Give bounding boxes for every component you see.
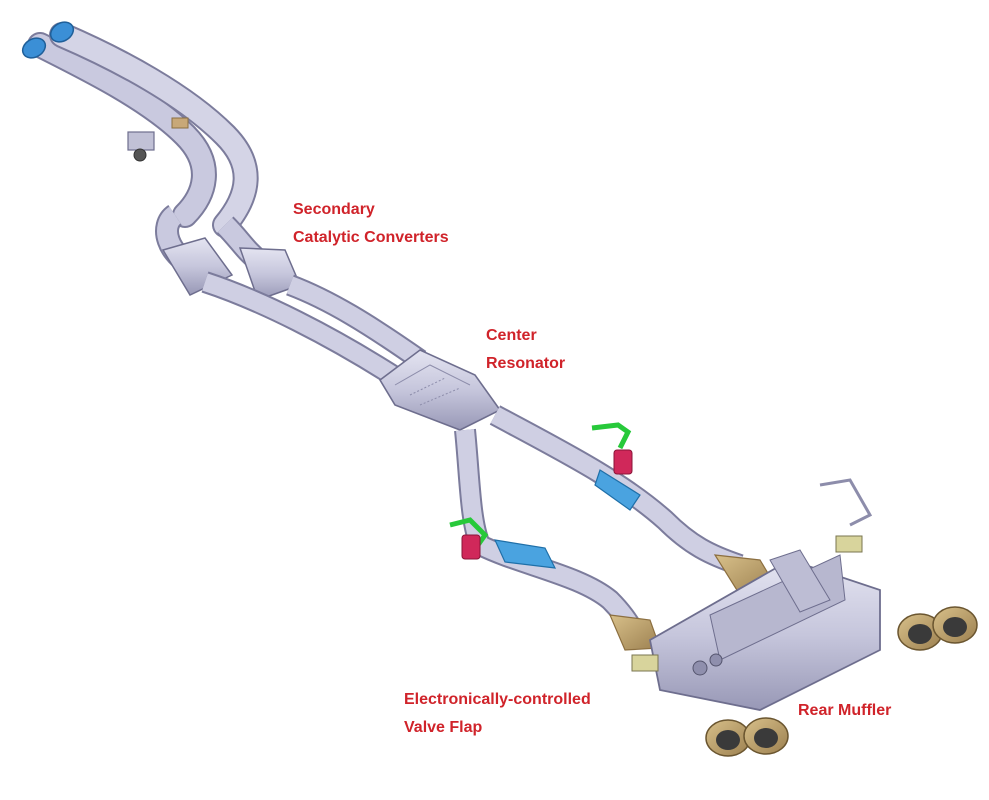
heat-shields [493,469,641,569]
inlet-flange-blue [21,21,75,59]
label-rear-line1: Rear Muffler [798,702,892,719]
rear-branch-pipes [454,405,744,647]
exhaust-tips [705,606,978,757]
front-downpipes [27,22,259,238]
secondary-catalytic-converters [155,205,302,301]
valve-flap-actuator-right [591,422,633,475]
label-center-line1: Center [486,327,537,344]
label-secondary-line2: Catalytic Converters [293,229,449,246]
label-rear-muffler: Rear Muffler [798,697,891,725]
label-center-resonator: Center Resonator [486,322,565,378]
rear-muffler [631,478,881,711]
label-valve-line2: Valve Flap [404,719,483,736]
front-bracket [127,117,189,162]
center-resonator [378,349,502,431]
mid-pipes [201,271,427,390]
label-valve-line1: Electronically-controlled [404,691,591,708]
label-secondary-catalytic-converters: Secondary Catalytic Converters [293,196,449,252]
label-center-line2: Resonator [486,355,566,372]
label-valve-flap: Electronically-controlled Valve Flap [404,686,591,742]
valve-flap-actuator-left [449,517,489,560]
label-secondary-line1: Secondary [293,201,375,218]
